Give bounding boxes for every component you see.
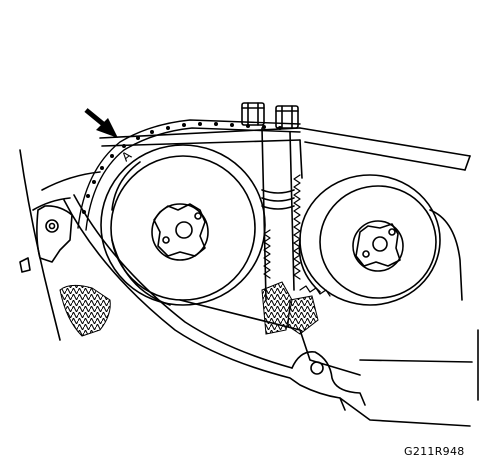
guide-bracket bbox=[19, 205, 73, 273]
camshaft-gear-left bbox=[100, 144, 266, 306]
timing-chain bbox=[77, 119, 301, 231]
guide-bolt-right bbox=[275, 105, 299, 129]
chain-guide-rail bbox=[63, 194, 471, 427]
section-hatching bbox=[59, 281, 319, 337]
guide-bolt-left bbox=[241, 102, 265, 126]
gear-teeth-right bbox=[293, 174, 331, 297]
figure-code: G211R948 bbox=[404, 445, 465, 458]
housing-outline bbox=[19, 127, 479, 401]
tensioner-body bbox=[261, 127, 295, 301]
chain-lower-run bbox=[263, 229, 271, 279]
camshaft-gear-right bbox=[298, 174, 441, 306]
arrow-pointer-icon bbox=[84, 108, 118, 138]
upper-chain-guide bbox=[99, 127, 301, 147]
